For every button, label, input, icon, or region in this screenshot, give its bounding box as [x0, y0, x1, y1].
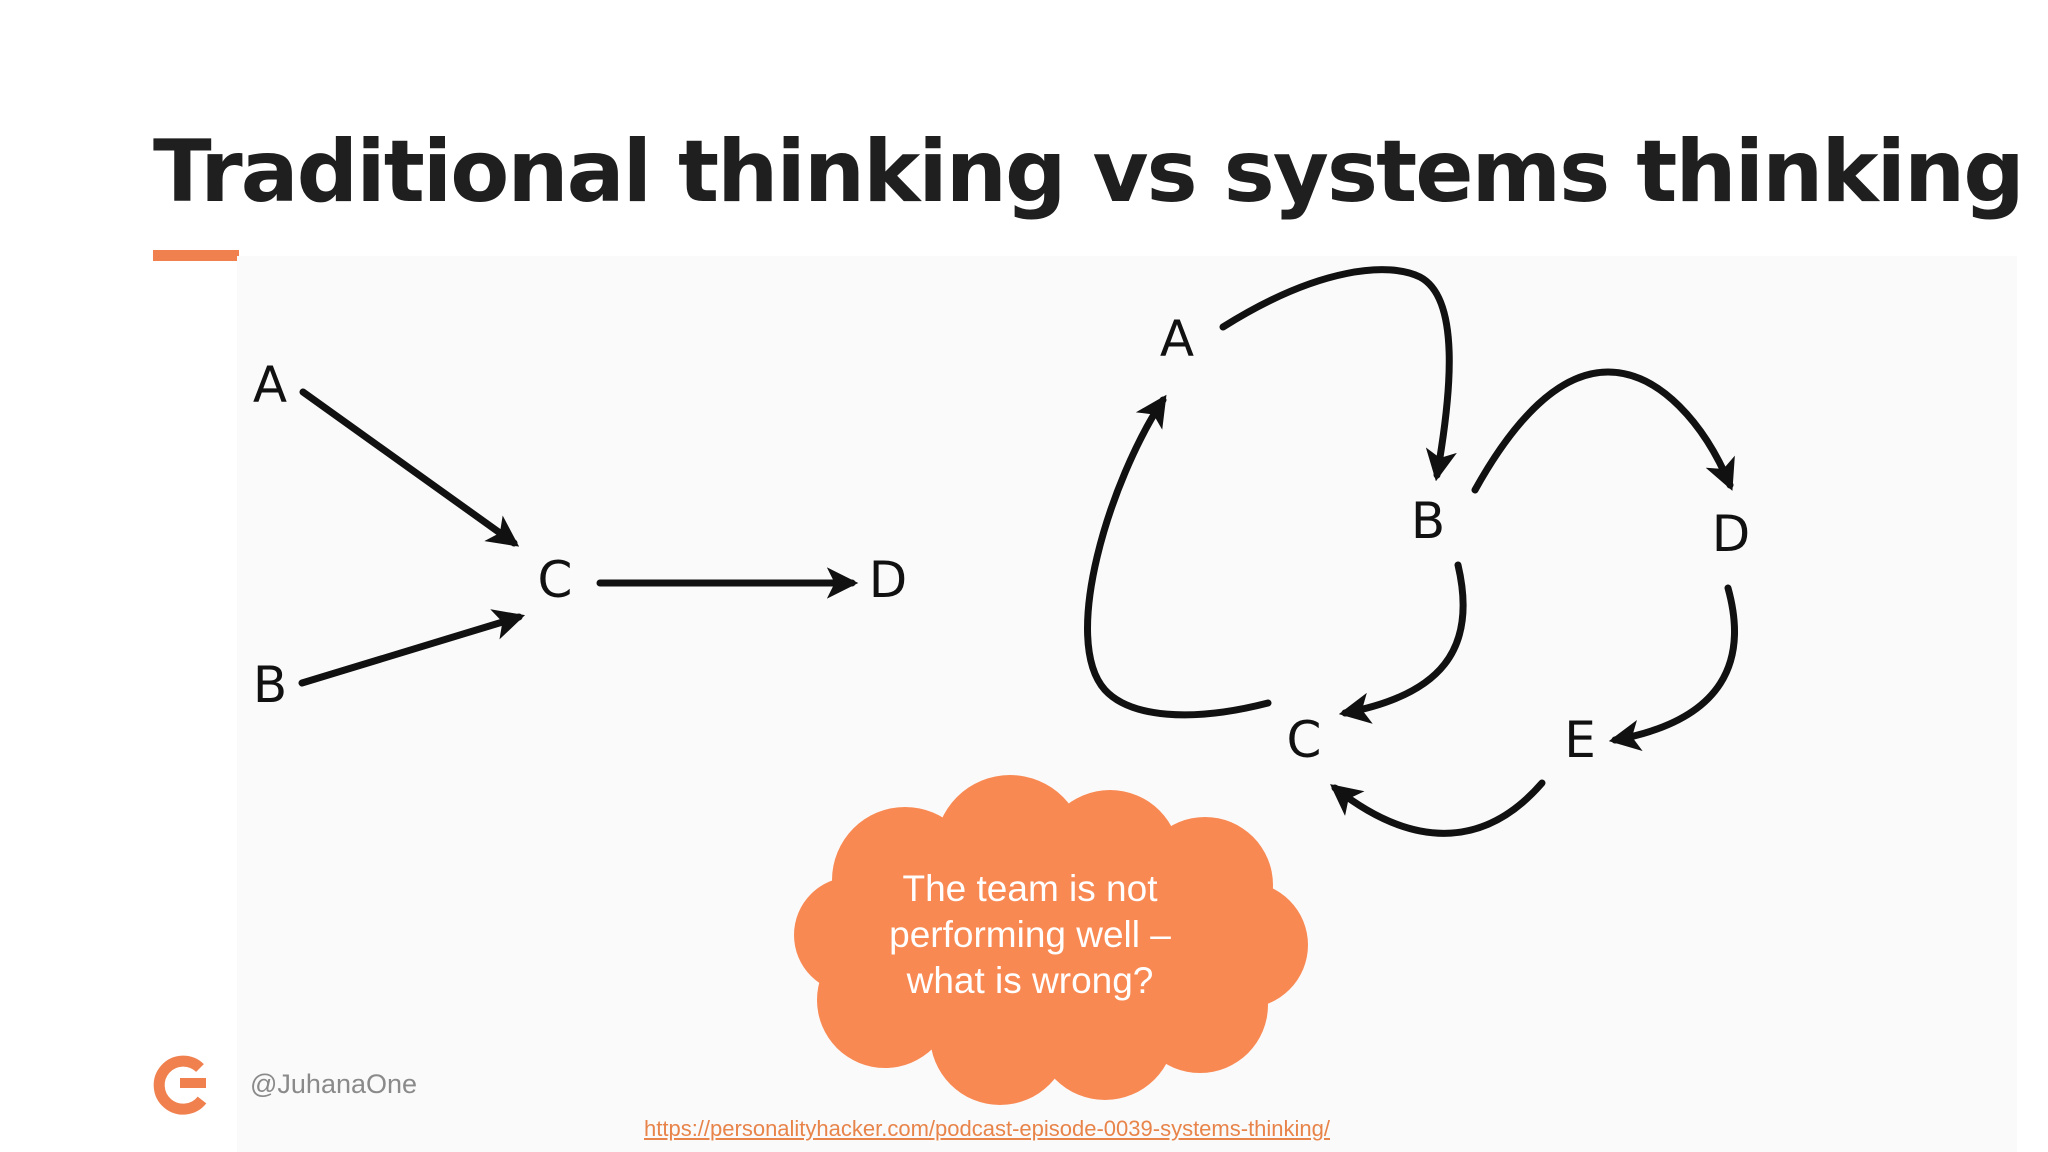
arrow-sys-d-to-e	[1615, 588, 1735, 740]
author-handle: @JuhanaOne	[250, 1069, 417, 1100]
arrow-sys-b-to-d	[1475, 372, 1730, 490]
source-link[interactable]: https://personalityhacker.com/podcast-ep…	[644, 1116, 1330, 1142]
arrow-sys-e-to-c	[1335, 783, 1542, 833]
trad-node-b: B	[253, 656, 287, 714]
callout-line: The team is not	[840, 866, 1220, 912]
systems-diagram: A B C D E	[1088, 270, 1751, 834]
arrow-trad-a-to-c	[303, 392, 514, 543]
callout-text: The team is not performing well – what i…	[840, 866, 1220, 1004]
sys-node-b: B	[1411, 492, 1445, 550]
sys-node-e: E	[1564, 711, 1596, 769]
sys-node-c: C	[1287, 711, 1322, 769]
arrow-trad-b-to-c	[302, 617, 519, 683]
trad-node-a: A	[253, 356, 287, 414]
trad-node-d: D	[869, 551, 908, 609]
traditional-diagram: A B C D	[253, 356, 907, 714]
callout-line: what is wrong?	[840, 958, 1220, 1004]
sys-node-d: D	[1712, 505, 1751, 563]
g-logo-icon	[159, 1061, 206, 1109]
arrow-sys-b-to-c	[1345, 565, 1463, 713]
callout-line: performing well –	[840, 912, 1220, 958]
trad-node-c: C	[538, 551, 573, 609]
arrow-sys-c-to-a	[1088, 400, 1268, 715]
sys-node-a: A	[1160, 310, 1194, 368]
arrow-sys-a-to-b	[1223, 270, 1449, 475]
